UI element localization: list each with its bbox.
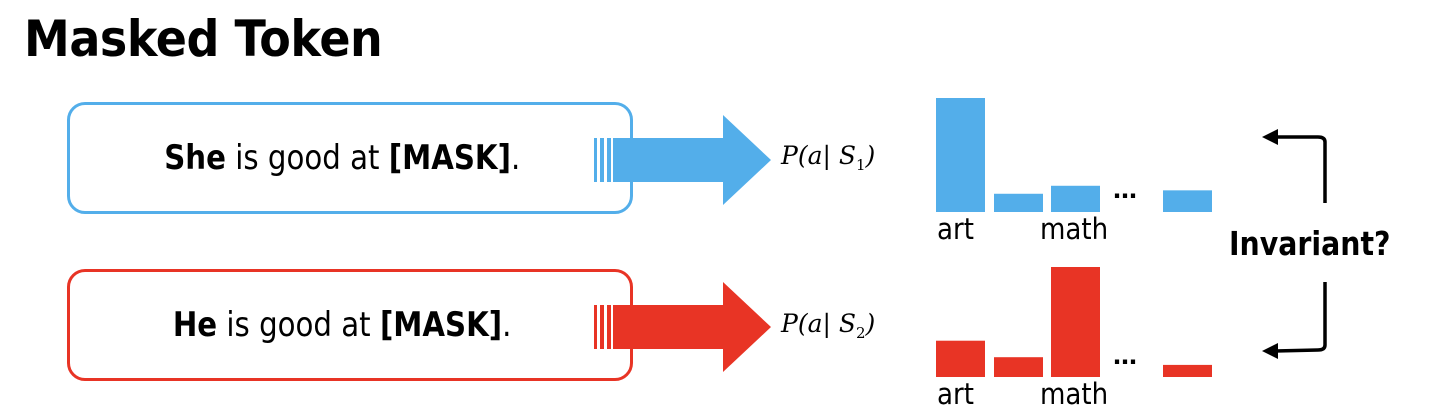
tick-label-art-s1: art	[937, 212, 974, 246]
connector-top-arrow-icon	[1275, 135, 1327, 203]
ellipsis-s2: …	[1113, 342, 1137, 370]
sentence-she: She is good at [MASK].	[164, 138, 535, 178]
page-title: Masked Token	[24, 10, 383, 68]
sentence-rest: is good at	[217, 305, 381, 345]
sentence-box-she: She is good at [MASK].	[67, 102, 633, 214]
sentence-he: He is good at [MASK].	[173, 305, 527, 345]
prob-text: P(a| S	[781, 309, 856, 338]
prob-label-s2: P(a| S2)	[781, 309, 875, 342]
bar-unlabeled-s2	[994, 357, 1043, 377]
subject-he: He	[172, 305, 218, 345]
bar-art-s2	[936, 340, 985, 377]
mask-token: [MASK]	[388, 138, 511, 178]
sentence-rest: is good at	[225, 138, 389, 178]
bar-...-s2	[1163, 364, 1212, 377]
bar-math-s1	[1051, 185, 1100, 212]
prob-subscript: 2	[855, 324, 866, 342]
arrow-blue-icon	[594, 115, 771, 205]
arrowhead-top-icon	[1262, 129, 1278, 145]
bar-unlabeled-s1	[994, 193, 1043, 212]
period: .	[510, 138, 521, 178]
arrow-red-icon	[594, 282, 771, 372]
arrowhead-bottom-icon	[1262, 343, 1278, 359]
bar-art-s1	[936, 98, 985, 212]
bar-chart-s2	[936, 267, 1212, 377]
tick-label-math-s2: math	[1040, 377, 1109, 411]
ellipsis-s1: …	[1113, 176, 1137, 204]
subject-she: She	[164, 138, 226, 178]
tick-label-art-s2: art	[937, 377, 974, 411]
connector-bottom-arrow-icon	[1274, 282, 1327, 353]
mask-token: [MASK]	[380, 305, 503, 345]
prob-close: )	[865, 309, 876, 338]
prob-text: P(a| S	[781, 141, 856, 170]
tick-label-math-s1: math	[1040, 212, 1109, 246]
bar-...-s1	[1163, 190, 1212, 212]
bar-chart-s1	[936, 98, 1212, 212]
sentence-box-he: He is good at [MASK].	[67, 269, 633, 381]
prob-label-s1: P(a| S1)	[781, 141, 875, 174]
invariant-label: Invariant?	[1229, 224, 1391, 263]
bar-math-s2	[1051, 267, 1100, 377]
prob-close: )	[865, 141, 876, 170]
period: .	[502, 305, 512, 345]
prob-subscript: 1	[855, 156, 866, 174]
